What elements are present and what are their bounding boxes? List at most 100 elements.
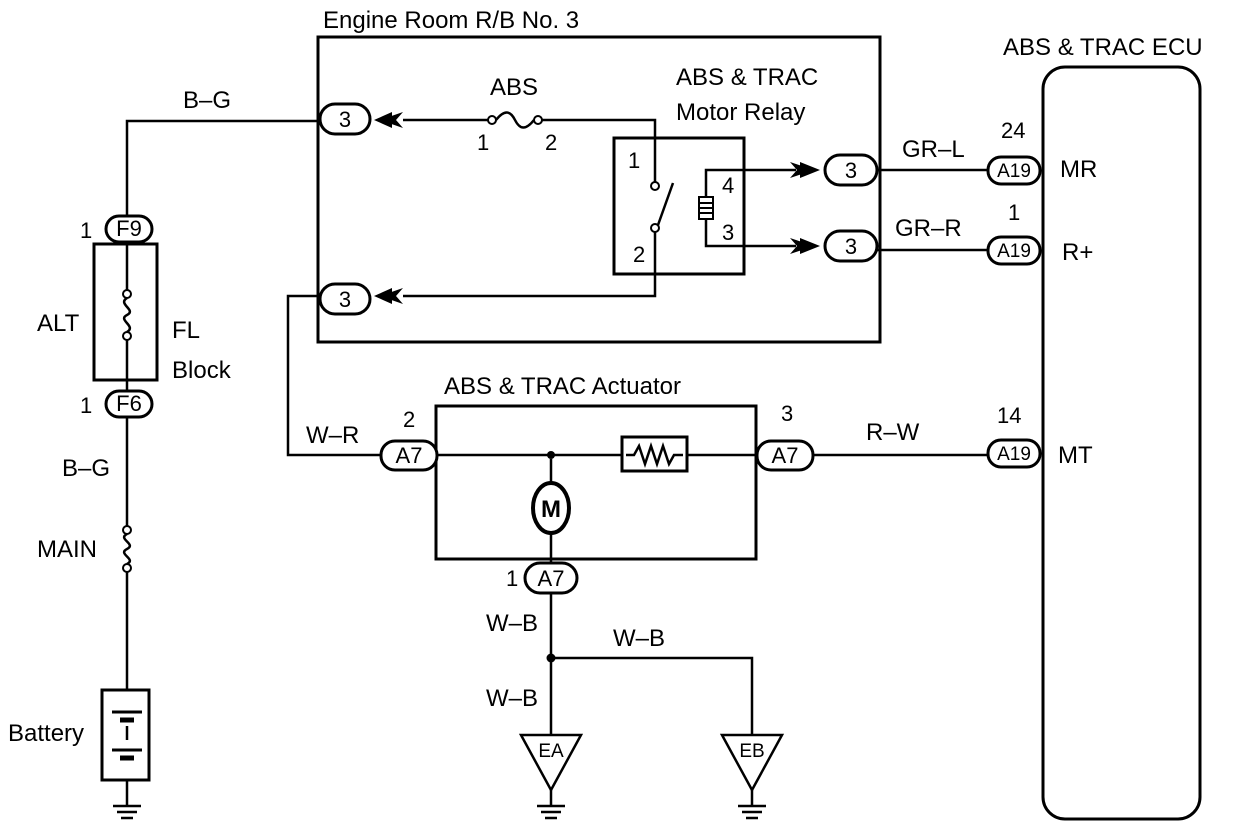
wire-label-gr-l: GR–L: [902, 136, 965, 163]
relay-coil-winding: [699, 202, 713, 214]
connector-rb-right-bottom: [823, 229, 879, 263]
pin-a19-mt: 14: [997, 403, 1021, 428]
resistor-icon: [626, 442, 683, 468]
connector-rb-bottom-label: 3: [339, 287, 351, 312]
wire-w-r: [286, 294, 381, 457]
ground-point-eb-label: EB: [739, 741, 764, 762]
connector-a19-mt-label: A19: [997, 444, 1031, 465]
pin-a7-bottom: 1: [506, 566, 518, 591]
battery-box: [100, 688, 151, 782]
ground-junction: [546, 653, 556, 663]
terminal-arrow-rb-right-bottom: [790, 238, 820, 254]
connector-a19-mr: [986, 155, 1042, 186]
pin-relay-1: 1: [628, 148, 640, 173]
abs-fuse-terminal-2: [533, 115, 543, 125]
relay-switch-arm: [656, 182, 675, 226]
wire-label-w-b-1: W–B: [486, 610, 538, 637]
ground-icon-battery: [113, 804, 141, 820]
connector-f6-label: F6: [116, 391, 142, 416]
wire-label-r-w: R–W: [866, 419, 920, 446]
wire-label-gr-r: GR–R: [895, 215, 962, 242]
abs-fuse-label: ABS: [490, 74, 538, 101]
fl-label-2: Block: [172, 357, 232, 384]
main-fuse-terminal-top: [122, 525, 132, 535]
actuator-box: [434, 404, 758, 561]
wire-label-bg-top: B–G: [183, 87, 231, 114]
ground-icon-eb: [738, 804, 766, 820]
alt-fuse-terminal-top: [122, 289, 132, 299]
connector-rb-top: [318, 102, 372, 136]
connector-f6: [104, 389, 154, 419]
wire-label-w-b-3: W–B: [486, 685, 538, 712]
ecu-terminal-mr: MR: [1060, 156, 1097, 183]
alt-fuse-icon: [122, 296, 132, 334]
terminal-arrow-rb-right-top: [790, 162, 820, 178]
connector-f9: [104, 214, 154, 244]
pin-a19-r: 1: [1008, 200, 1020, 225]
main-label: MAIN: [37, 536, 97, 563]
alt-fuse-terminal-bottom: [122, 331, 132, 341]
ecu-box: [1041, 65, 1202, 821]
connector-a7-left-label: A7: [396, 443, 423, 468]
wire-label-w-b-2: W–B: [613, 625, 665, 652]
connector-f9-label: F9: [116, 216, 142, 241]
terminal-arrow-rb-bottom: [374, 288, 403, 304]
terminal-arrow-rb-top: [374, 112, 403, 128]
motor-relay-box: [612, 136, 746, 276]
wire-abs-fuse: [403, 118, 657, 183]
main-fuse-icon: [122, 532, 132, 566]
actuator-junction: [547, 451, 555, 459]
pin-fuse-2: 2: [545, 130, 557, 155]
ecu-terminal-r-plus: R+: [1062, 239, 1093, 266]
connector-a19-mt: [986, 438, 1042, 469]
wire-label-w-r: W–R: [306, 422, 359, 449]
wire-w-b: [549, 593, 754, 735]
connector-rb-bottom: [318, 282, 372, 316]
relay-contact-2: [650, 223, 660, 233]
alt-label: ALT: [37, 310, 80, 337]
fl-label-1: FL: [172, 317, 200, 344]
wire-label-bg-bottom: B–G: [62, 455, 110, 482]
pin-relay-4: 4: [722, 173, 734, 198]
wire-bg-top: [125, 119, 320, 216]
abs-fuse-icon: [495, 111, 535, 129]
connector-a7-bottom-label: A7: [538, 566, 565, 591]
motor-label: M: [541, 496, 561, 523]
ground-point-eb: [719, 733, 785, 793]
motor-icon: [531, 481, 571, 535]
connector-a19-mr-label: A19: [997, 161, 1031, 182]
ground-icon-ea: [537, 804, 565, 820]
ground-point-ea-label: EA: [538, 741, 564, 762]
main-fuse-terminal-bottom: [122, 563, 132, 573]
fl-block-box: [92, 242, 159, 382]
connector-a7-right-label: A7: [772, 443, 799, 468]
relay-title-1: ABS & TRAC: [676, 64, 818, 91]
ecu-title: ABS & TRAC ECU: [1003, 34, 1203, 61]
connector-rb-right-top-label: 3: [845, 158, 857, 183]
relay-contact-wire-bottom: [403, 232, 657, 298]
pin-f9: 1: [80, 218, 92, 243]
pin-a19-mr: 24: [1001, 118, 1025, 143]
connector-a19-r-label: A19: [997, 241, 1031, 262]
connector-a19-r: [986, 235, 1042, 266]
abs-fuse-terminal-1: [487, 115, 497, 125]
actuator-title: ABS & TRAC Actuator: [444, 373, 681, 400]
relay-block-box: [316, 35, 882, 344]
relay-contact-1: [650, 181, 660, 191]
ecu-terminal-mt: MT: [1058, 442, 1093, 469]
pin-fuse-1: 1: [477, 130, 489, 155]
ground-point-ea: [518, 733, 584, 793]
relay-coil-wire: [704, 168, 796, 248]
battery-label: Battery: [8, 720, 84, 747]
battery-icon: [112, 710, 142, 761]
pin-relay-3: 3: [722, 220, 734, 245]
pin-a7-right: 3: [781, 401, 793, 426]
connector-rb-right-bottom-label: 3: [845, 234, 857, 259]
connector-rb-top-label: 3: [339, 107, 351, 132]
pin-a7-left: 2: [403, 407, 415, 432]
relay-block-title: Engine Room R/B No. 3: [323, 7, 579, 34]
pin-relay-2: 2: [633, 242, 645, 267]
relay-title-2: Motor Relay: [676, 99, 805, 126]
pin-f6: 1: [80, 393, 92, 418]
